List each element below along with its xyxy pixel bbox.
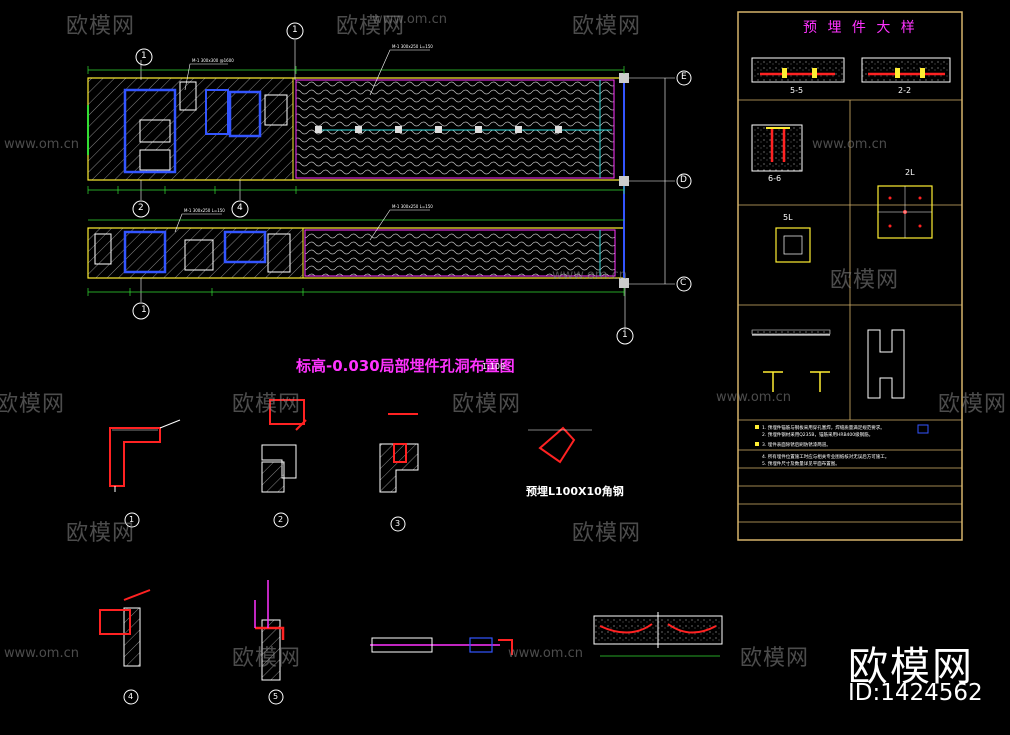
svg-text:M-1 300x250 L=150: M-1 300x250 L=150	[392, 204, 433, 209]
section-label: 2-2	[898, 86, 912, 95]
watermark-brand: 欧模网	[938, 392, 1008, 417]
axis-label-c: C	[680, 278, 687, 288]
svg-text:5. 预埋件尺寸及数量详见平面布置图。: 5. 预埋件尺寸及数量详见平面布置图。	[762, 460, 840, 467]
svg-text:M-1 300x300 @1600: M-1 300x300 @1600	[192, 58, 234, 63]
watermark-brand: 欧模网	[452, 392, 522, 417]
detail-3	[379, 413, 419, 532]
angle-detail-title: 预埋L100X10角钢	[526, 485, 624, 498]
embed-panel-title: 预 埋 件 大 样	[803, 20, 918, 36]
detail-4	[99, 589, 151, 705]
embed-detail-panel: 1. 预埋件锚筋与钢板采用穿孔塞焊，焊缝质量满足规范要求。 2. 预埋件钢材采用…	[737, 11, 963, 541]
detail-2	[261, 399, 307, 528]
svg-text:2. 预埋件钢材采用Q235B，锚筋采用HRB400级钢筋。: 2. 预埋件钢材采用Q235B，锚筋采用HRB400级钢筋。	[762, 431, 873, 438]
detail-5	[254, 580, 285, 705]
section-label: 5-5	[790, 86, 804, 95]
detail-marker: 5	[273, 692, 279, 701]
detail-marker: 4	[128, 692, 134, 701]
watermark-url: www.om.cn	[4, 646, 79, 661]
plan-title: 标高-0.030局部埋件孔洞布置图	[296, 357, 515, 375]
axis-label-1: 1	[622, 330, 628, 340]
axis-label-1: 1	[141, 305, 147, 315]
plan-scale: 1:100	[482, 362, 506, 371]
plan-lower-strip	[87, 227, 625, 279]
plan-upper-strip	[87, 77, 625, 181]
detail-marker: 2	[278, 515, 284, 524]
watermark-url: www.om.cn	[552, 268, 627, 283]
watermark-brand: 欧模网	[336, 14, 406, 39]
svg-text:M-1 300x250 L=150: M-1 300x250 L=150	[184, 208, 225, 213]
resource-id: ID:1424562	[848, 680, 983, 706]
watermark-url: www.om.cn	[372, 12, 447, 27]
slab-joint-detail	[593, 612, 723, 657]
detail-label: 5L	[783, 213, 793, 222]
axis-label-1: 1	[292, 25, 298, 35]
watermark-url: www.om.cn	[4, 137, 79, 152]
svg-text:3. 埋件表面除锈后刷防锈漆两道。: 3. 埋件表面除锈后刷防锈漆两道。	[762, 441, 831, 448]
detail-1	[109, 419, 181, 528]
section-label: 6-6	[768, 174, 782, 183]
svg-text:4. 所有埋件位置施工时应与相关专业图纸核对无误后方可施工。: 4. 所有埋件位置施工时应与相关专业图纸核对无误后方可施工。	[762, 453, 889, 460]
watermark-brand: 欧模网	[66, 14, 136, 39]
axis-label-e: E	[681, 72, 687, 82]
axis-label-d: D	[680, 175, 687, 185]
watermark-url: www.om.cn	[508, 646, 583, 661]
brand-logo: 欧模网	[848, 644, 974, 690]
watermark-brand: 欧模网	[66, 521, 136, 546]
watermark-brand: 欧模网	[740, 646, 810, 671]
detail-marker: 1	[129, 515, 135, 524]
detail-marker: 3	[395, 519, 401, 528]
svg-text:1. 预埋件锚筋与钢板采用穿孔塞焊，焊缝质量满足规范要求。: 1. 预埋件锚筋与钢板采用穿孔塞焊，焊缝质量满足规范要求。	[762, 424, 885, 431]
watermark-brand: 欧模网	[572, 14, 642, 39]
watermark-url: www.om.cn	[716, 390, 791, 405]
svg-text:M-1 300x250 L=150: M-1 300x250 L=150	[392, 44, 433, 49]
watermark-brand: 欧模网	[830, 268, 900, 293]
watermark-brand: 欧模网	[572, 521, 642, 546]
watermark-brand: 欧模网	[232, 392, 302, 417]
axis-label-2: 2	[138, 203, 144, 213]
axis-label-4: 4	[237, 203, 243, 213]
detail-label: 2L	[905, 168, 915, 177]
angle-detail	[528, 426, 592, 464]
watermark-url: www.om.cn	[812, 137, 887, 152]
watermark-brand: 欧模网	[0, 392, 66, 417]
axis-label-1: 1	[141, 51, 147, 61]
embed-bar-detail	[370, 637, 513, 655]
watermark-brand: 欧模网	[232, 646, 302, 671]
